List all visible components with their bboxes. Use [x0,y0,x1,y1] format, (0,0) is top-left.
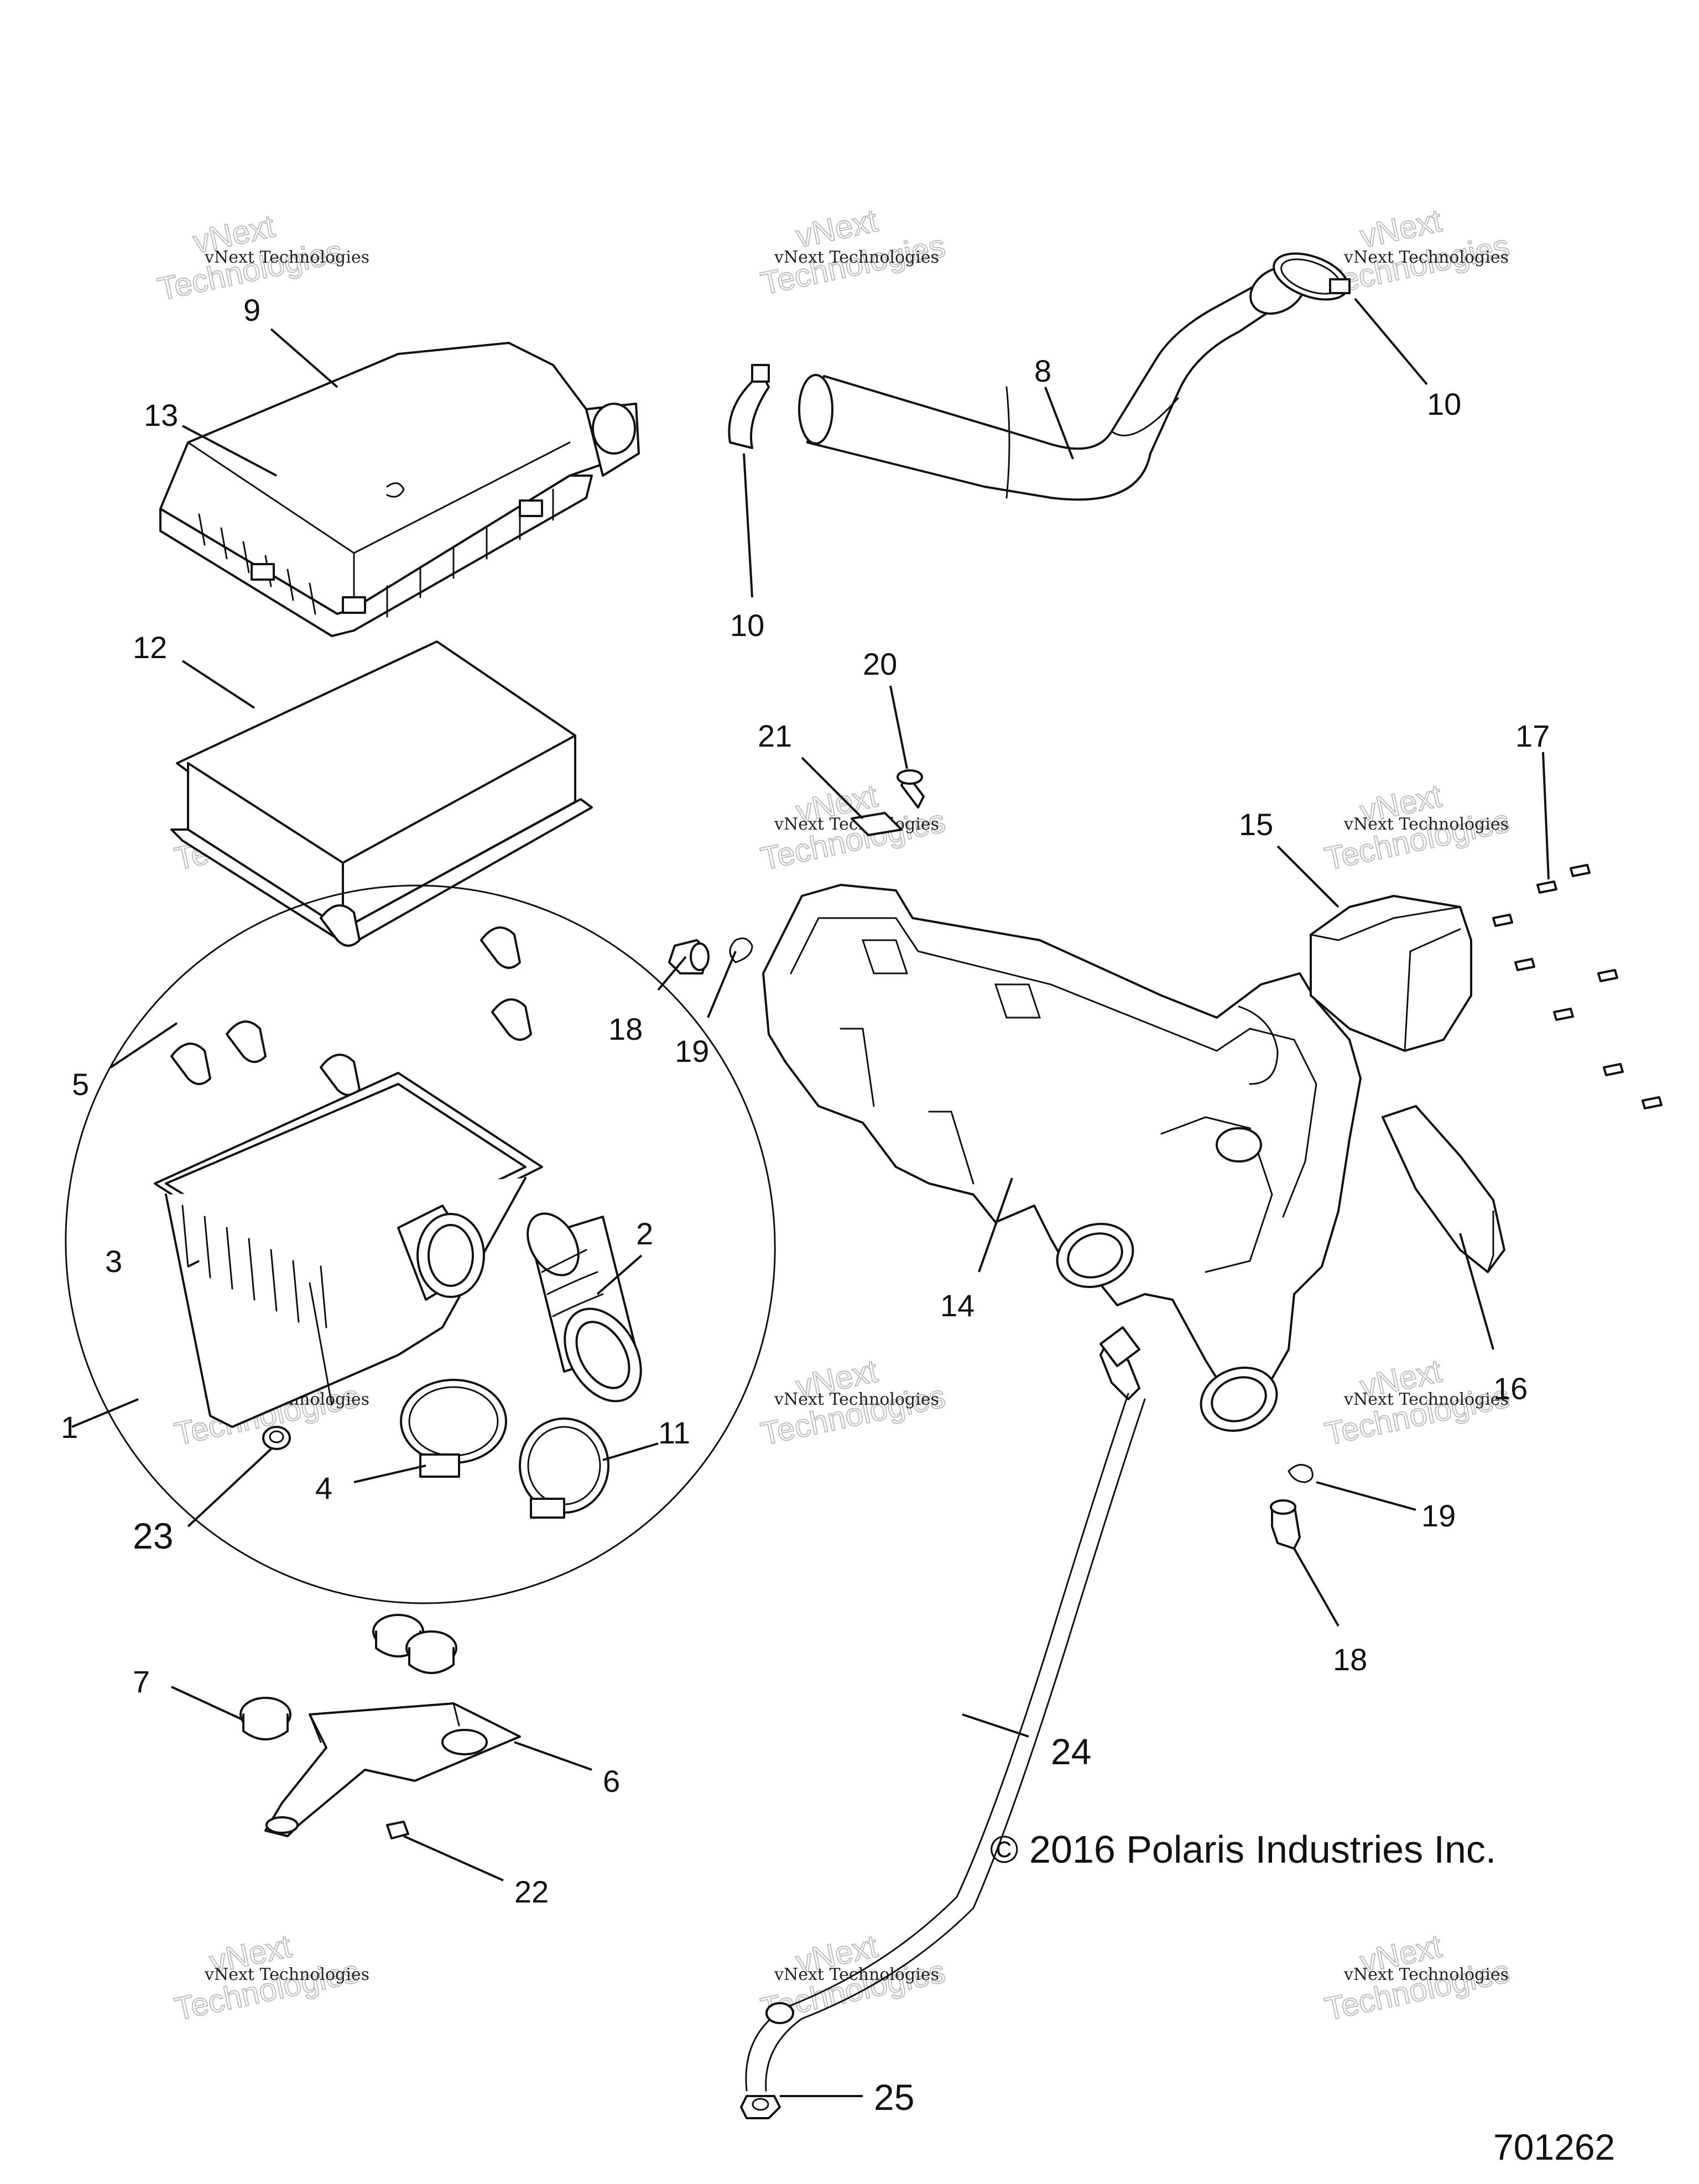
callout-13: 13 [144,398,178,432]
callout-7: 7 [133,1664,150,1699]
bolt-22 [386,1821,409,1839]
push-rivet-20 [897,769,925,809]
watermark-text: vNext Technologies [1343,1390,1509,1409]
callout-10: 10 [1427,387,1461,421]
callout-20: 20 [863,647,897,681]
callout-16: 16 [1493,1371,1528,1406]
leader-lines [71,298,1550,2097]
air-filter [170,640,593,947]
callout-labels: 9 13 12 8 10 10 20 21 17 15 18 19 5 14 1… [61,293,1550,2118]
callout-2: 2 [636,1216,653,1251]
callout-17: 17 [1515,718,1550,753]
drain-plug-23 [262,1426,291,1450]
watermark-text: vNext Technologies [1343,815,1509,834]
clip-19-right [1288,1464,1314,1483]
watermark-text: vNext Technologies [774,1390,939,1409]
callout-14: 14 [940,1288,974,1323]
callout-4: 4 [315,1471,332,1505]
callout-18: 18 [1333,1642,1367,1677]
callout-12: 12 [133,630,167,665]
callout-5: 5 [72,1067,89,1102]
callout-24: 24 [1051,1731,1091,1772]
callout-10: 10 [730,608,764,643]
nut-21 [851,812,903,836]
watermark-text: vNext Technologies [204,1965,369,1984]
watermark-text: vNext Technologies [1343,1965,1509,1984]
drawing-number: 701262 [1493,2126,1615,2167]
bracket-6 [264,1702,521,1837]
callout-6: 6 [603,1764,620,1799]
hose-clamp-11 [519,1417,609,1519]
drain-hose-24 [745,1326,1146,2092]
callout-9: 9 [243,293,260,327]
watermark-text: vNext Technologies [1343,248,1509,267]
foam-block-15 [1310,895,1472,1052]
screws-17 [1492,864,1662,1109]
callout-23: 23 [133,1515,173,1556]
callout-11: 11 [658,1415,690,1450]
kit-circle [65,884,776,1604]
watermark-text: vNext Technologies [774,1965,939,1984]
intake-duct [798,266,1306,501]
callout-18: 18 [608,1012,643,1046]
callout-21: 21 [758,718,792,753]
foam-pad-16 [1382,1105,1505,1273]
callout-3: 3 [105,1244,122,1279]
callout-25: 25 [874,2077,914,2118]
callout-19: 19 [1421,1498,1456,1533]
hose-clamp-25 [740,2095,781,2119]
hose-clamp-10-left [728,364,770,449]
intake-boot [527,1212,642,1403]
watermark-text: vNext Technologies [204,248,369,267]
callout-8: 8 [1034,353,1051,388]
airbox-cover [159,342,640,637]
callout-19: 19 [675,1034,709,1068]
hose-clamp-4 [400,1379,507,1478]
airbox-clips [170,904,532,1096]
clip-19-left [729,937,753,963]
intake-plenum [762,884,1362,1432]
callout-22: 22 [514,1874,549,1909]
drain-valve-18-right [1270,1499,1301,1550]
callout-1: 1 [61,1410,78,1445]
grommets-7 [239,1614,457,1740]
watermark-text: vNext Technologies [774,248,939,267]
airbox-base [154,1072,543,1428]
hose-clamp-10-right [1273,252,1351,301]
copyright-text: © 2016 Polaris Industries Inc. [990,1828,1496,1871]
callout-15: 15 [1239,807,1273,842]
